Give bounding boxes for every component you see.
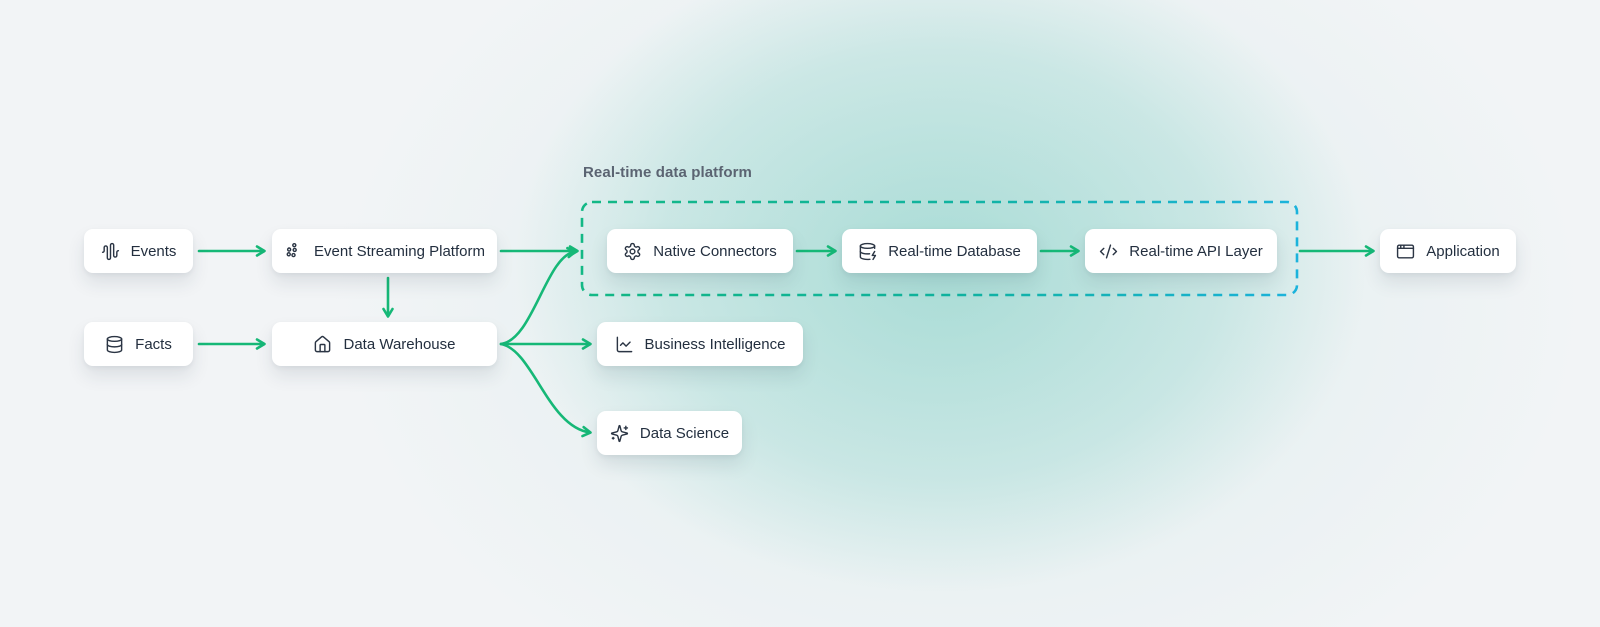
node-realtime-database[interactable]: Real-time Database: [842, 229, 1037, 273]
home-icon: [313, 335, 332, 354]
database-zap-icon: [858, 242, 877, 261]
node-business-intelligence[interactable]: Business Intelligence: [597, 322, 803, 366]
node-event-streaming-platform[interactable]: Event Streaming Platform: [272, 229, 497, 273]
node-label: Real-time API Layer: [1129, 242, 1263, 260]
node-label: Data Science: [639, 424, 730, 442]
node-application[interactable]: Application: [1380, 229, 1516, 273]
node-label: Business Intelligence: [644, 335, 786, 353]
node-label: Event Streaming Platform: [314, 242, 485, 260]
node-label: Native Connectors: [653, 242, 777, 260]
node-facts[interactable]: Facts: [84, 322, 193, 366]
node-label: Data Warehouse: [343, 335, 456, 353]
node-data-science[interactable]: Data Science: [597, 411, 742, 455]
sparkles-icon: [610, 424, 629, 443]
node-data-warehouse[interactable]: Data Warehouse: [272, 322, 497, 366]
database-icon: [105, 335, 124, 354]
edge-data-warehouse-to-data-science: [499, 342, 592, 438]
code-icon: [1099, 242, 1118, 261]
chart-line-icon: [615, 335, 634, 354]
app-window-icon: [1396, 242, 1415, 261]
node-label: Application: [1426, 242, 1500, 260]
node-realtime-api-layer[interactable]: Real-time API Layer: [1085, 229, 1277, 273]
node-label: Real-time Database: [888, 242, 1021, 260]
cluster-icon: [284, 242, 303, 261]
realtime-platform-group-label: Real-time data platform: [583, 164, 752, 181]
edge-data-warehouse-to-native-connectors: [499, 246, 577, 346]
gear-icon: [623, 242, 642, 261]
waveform-icon: [101, 242, 120, 261]
node-label: Events: [130, 242, 177, 260]
node-native-connectors[interactable]: Native Connectors: [607, 229, 793, 273]
node-label: Facts: [135, 335, 172, 353]
node-events[interactable]: Events: [84, 229, 193, 273]
